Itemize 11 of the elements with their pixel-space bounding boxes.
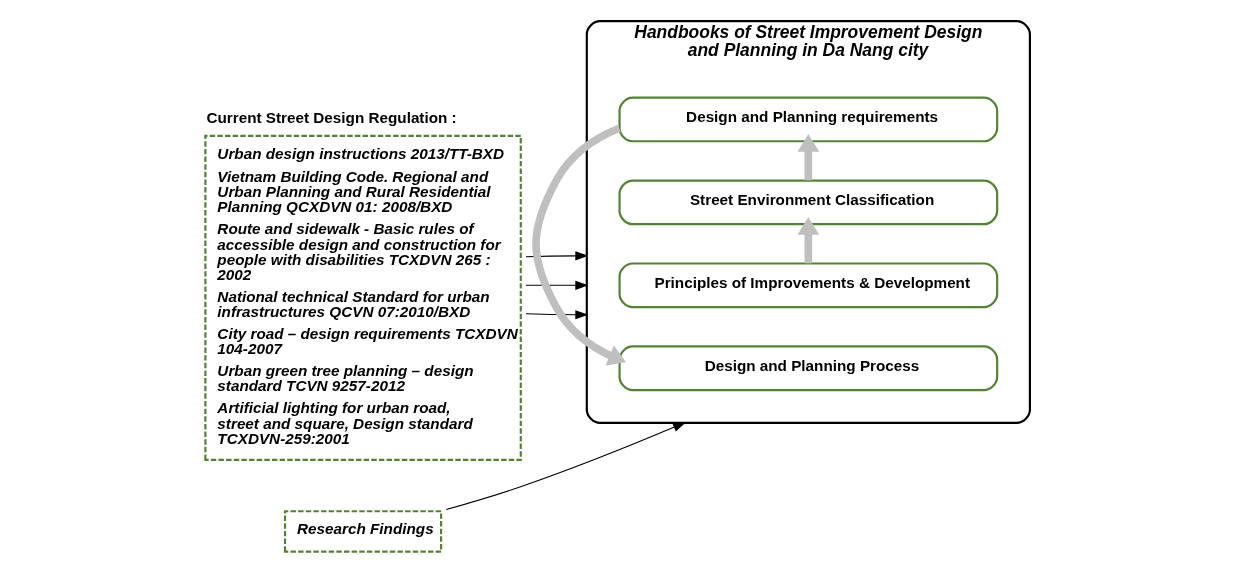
node-box: Design and Planning requirements [618, 96, 999, 143]
node-label: Current Street Design Regulation : [206, 108, 457, 126]
node-box: Research Findings [283, 510, 443, 553]
node-box: Urban design instructions 2013/TT-BXD Vietnam Building Code. Regional and Urban Planning and Rural Residential Planning QCXDVN 01: 2008/BXD Route and sidewalk - Basic rules of accessible design and construction for people with disabilities TCXDVN 265 : 2002 National technical Standard for urban infrastructures QCVN 07:2010/BXD City road – design requirements TCXDVN 104-2007 Urban green tree planning – design standard TCVN 9257-2012 Artificial lighting for urban road, street and square, Design standard TCXDVN-259:2001 [204, 134, 522, 462]
node-box: Street Environment Classification [618, 179, 999, 226]
arrow [525, 251, 589, 261]
node-box: Design and Planning Process [618, 345, 999, 392]
arrow [445, 422, 687, 511]
arrow [532, 124, 626, 366]
node-box: Principles of Improvements & Development [618, 262, 999, 309]
arrow [525, 280, 589, 290]
